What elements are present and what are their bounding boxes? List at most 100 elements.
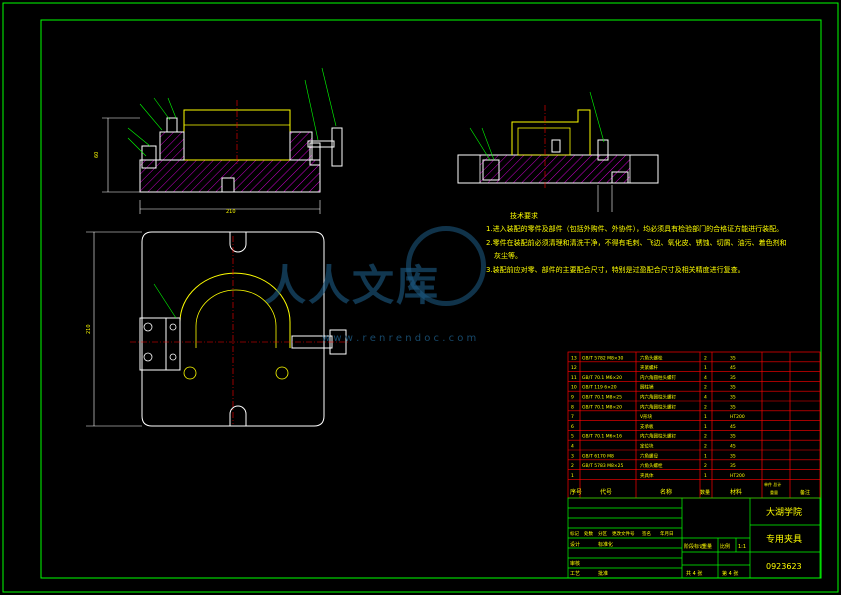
title-block-grid (567, 497, 821, 579)
bom-h-name: 名称 (660, 488, 672, 496)
tb-school: 大湖学院 (766, 506, 802, 518)
bom-h-code: 代号 (600, 488, 612, 496)
bom-h-no: 序号 (570, 488, 582, 496)
bom-cell-qty: 4 (704, 375, 707, 381)
tb-review: 审核 (570, 560, 580, 567)
bom-cell-name: V形块 (640, 413, 653, 420)
bom-cell-name: 六角头螺栓 (640, 354, 663, 361)
bom-cell-qty: 1 (704, 473, 707, 479)
bom-cell-mat: 45 (730, 424, 736, 430)
tb-row-label: 标记 (570, 530, 579, 537)
tb-title: 专用夹具 (766, 533, 802, 545)
bom-cell-name: 支承板 (640, 423, 654, 430)
side-view (457, 91, 659, 212)
bom-cell-name: 六角头螺栓 (640, 462, 663, 469)
bom-cell-qty: 2 (704, 434, 707, 440)
bom-cell-mat: 35 (730, 375, 736, 381)
bom-cell-qty: 1 (704, 453, 707, 459)
bom-cell-no: 3 (571, 453, 574, 459)
bom-cell-qty: 2 (704, 404, 707, 410)
bom-grid (567, 351, 821, 499)
bom-cell-no: 9 (571, 395, 574, 401)
tech-req-line-4: 3.装配前应对零、部件的主要配合尺寸，特别是过盈配合尺寸及相关精度进行复查。 (486, 266, 745, 274)
bom-cell-no: 13 (571, 355, 577, 361)
tb-sheet-no: 第 4 张 (722, 570, 738, 577)
tb-process: 工艺 (570, 571, 580, 577)
bom-cell-qty: 2 (704, 463, 707, 469)
bom-cell-no: 6 (571, 424, 574, 430)
bom-cell-mat: HT200 (730, 473, 745, 479)
watermark-url: w w w . r e n r e n d o c . c o m (322, 333, 477, 344)
bom-h-mat: 材料 (730, 488, 742, 496)
tb-scale: 1:1 (738, 544, 746, 550)
bom-cell-mat: 45 (730, 365, 736, 371)
bom-cell-code: GB/T 70.1 M8×20 (582, 404, 622, 410)
bom-cell-code: GB/T 119 6×20 (582, 385, 617, 391)
bom-cell-mat: HT200 (730, 414, 745, 420)
tb-design: 设计 (570, 541, 580, 548)
tb-row-label: 处数 (584, 530, 593, 537)
tb-sheet-total: 共 4 张 (686, 570, 702, 577)
tb-row-label: 年月日 (660, 530, 674, 537)
bom-h-qty: 数量 (700, 489, 710, 496)
watermark-logo (406, 226, 486, 306)
bom-h-weight: 单件 总计 (764, 481, 781, 487)
bom-cell-name: 六角螺母 (640, 452, 658, 459)
bom-cell-mat: 35 (730, 463, 736, 469)
bom-cell-no: 5 (571, 434, 574, 440)
inner-border (40, 19, 822, 579)
tech-req-title: 技术要求 (510, 212, 538, 220)
bom-cell-no: 2 (571, 463, 574, 469)
bom-cell-no: 7 (571, 414, 574, 420)
bom-cell-mat: 35 (730, 434, 736, 440)
bom-cell-qty: 1 (704, 365, 707, 371)
front-width-dim: 210 (226, 209, 236, 215)
bom-cell-name: 夹具体 (640, 472, 654, 479)
bom-cell-mat: 35 (730, 385, 736, 391)
tb-approve: 批准 (598, 570, 608, 577)
tb-stage: 阶段标记 (684, 543, 704, 550)
plan-height-dim: 210 (86, 324, 92, 334)
bom-cell-qty: 2 (704, 355, 707, 361)
bom-cell-mat: 45 (730, 444, 736, 450)
tech-req-line-2: 2.零件在装配前必须清理和清洗干净，不得有毛刺、飞边、氧化皮、锈蚀、切屑、油污、… (486, 239, 787, 247)
bom-cell-name: 内六角圆柱头螺钉 (640, 374, 676, 381)
bom-cell-no: 10 (571, 385, 577, 391)
bom-cell-code: GB/T 6170 M8 (582, 453, 614, 459)
bom-cell-name: 内六角圆柱头螺钉 (640, 403, 676, 410)
bom-cell-name: 内六角圆柱头螺钉 (640, 433, 676, 440)
bom-cell-qty: 1 (704, 424, 707, 430)
bom-cell-code: GB/T 70.1 M6×16 (582, 434, 622, 440)
bom-cell-mat: 35 (730, 453, 736, 459)
tb-std: 标准化 (598, 541, 613, 548)
bom-cell-name: 定位块 (640, 443, 654, 450)
bom-cell-code: GB/T 5783 M8×25 (582, 463, 624, 469)
tb-row-label: 更改文件号 (612, 530, 635, 537)
tb-drawing-no: 0923623 (766, 562, 802, 571)
bom-h-remark: 备注 (800, 489, 810, 496)
bom-cell-no: 8 (571, 404, 574, 410)
bom-cell-code: GB/T 5782 M8×30 (582, 355, 624, 361)
watermark-text: 人人文库 (264, 261, 441, 310)
bom-cell-qty: 2 (704, 385, 707, 391)
bom-cell-name: 内六角圆柱头螺钉 (640, 394, 676, 401)
tech-req-line-1: 1.进入装配的零件及部件（包括外购件、外协件），均必须具有检验部门的合格证方能进… (486, 225, 784, 233)
bom-cell-no: 12 (571, 365, 577, 371)
bom-cell-code: GB/T 70.1 M6×20 (582, 375, 622, 381)
bom-cell-qty: 1 (704, 414, 707, 420)
plan-view (86, 231, 350, 427)
tb-scale-label: 比例 (720, 543, 730, 550)
tb-row-label: 分区 (598, 530, 607, 537)
bom-cell-mat: 35 (730, 395, 736, 401)
bom-cell-no: 4 (571, 444, 574, 450)
bom-cell-code: GB/T 70.1 M8×25 (582, 395, 622, 401)
tb-weight: 重量 (702, 543, 712, 550)
bom-cell-qty: 4 (704, 395, 707, 401)
bom-h-wlabel: 重量 (770, 489, 778, 495)
tb-row-label: 签名 (642, 530, 651, 537)
tech-req-line-3: 灰尘等。 (494, 252, 522, 260)
